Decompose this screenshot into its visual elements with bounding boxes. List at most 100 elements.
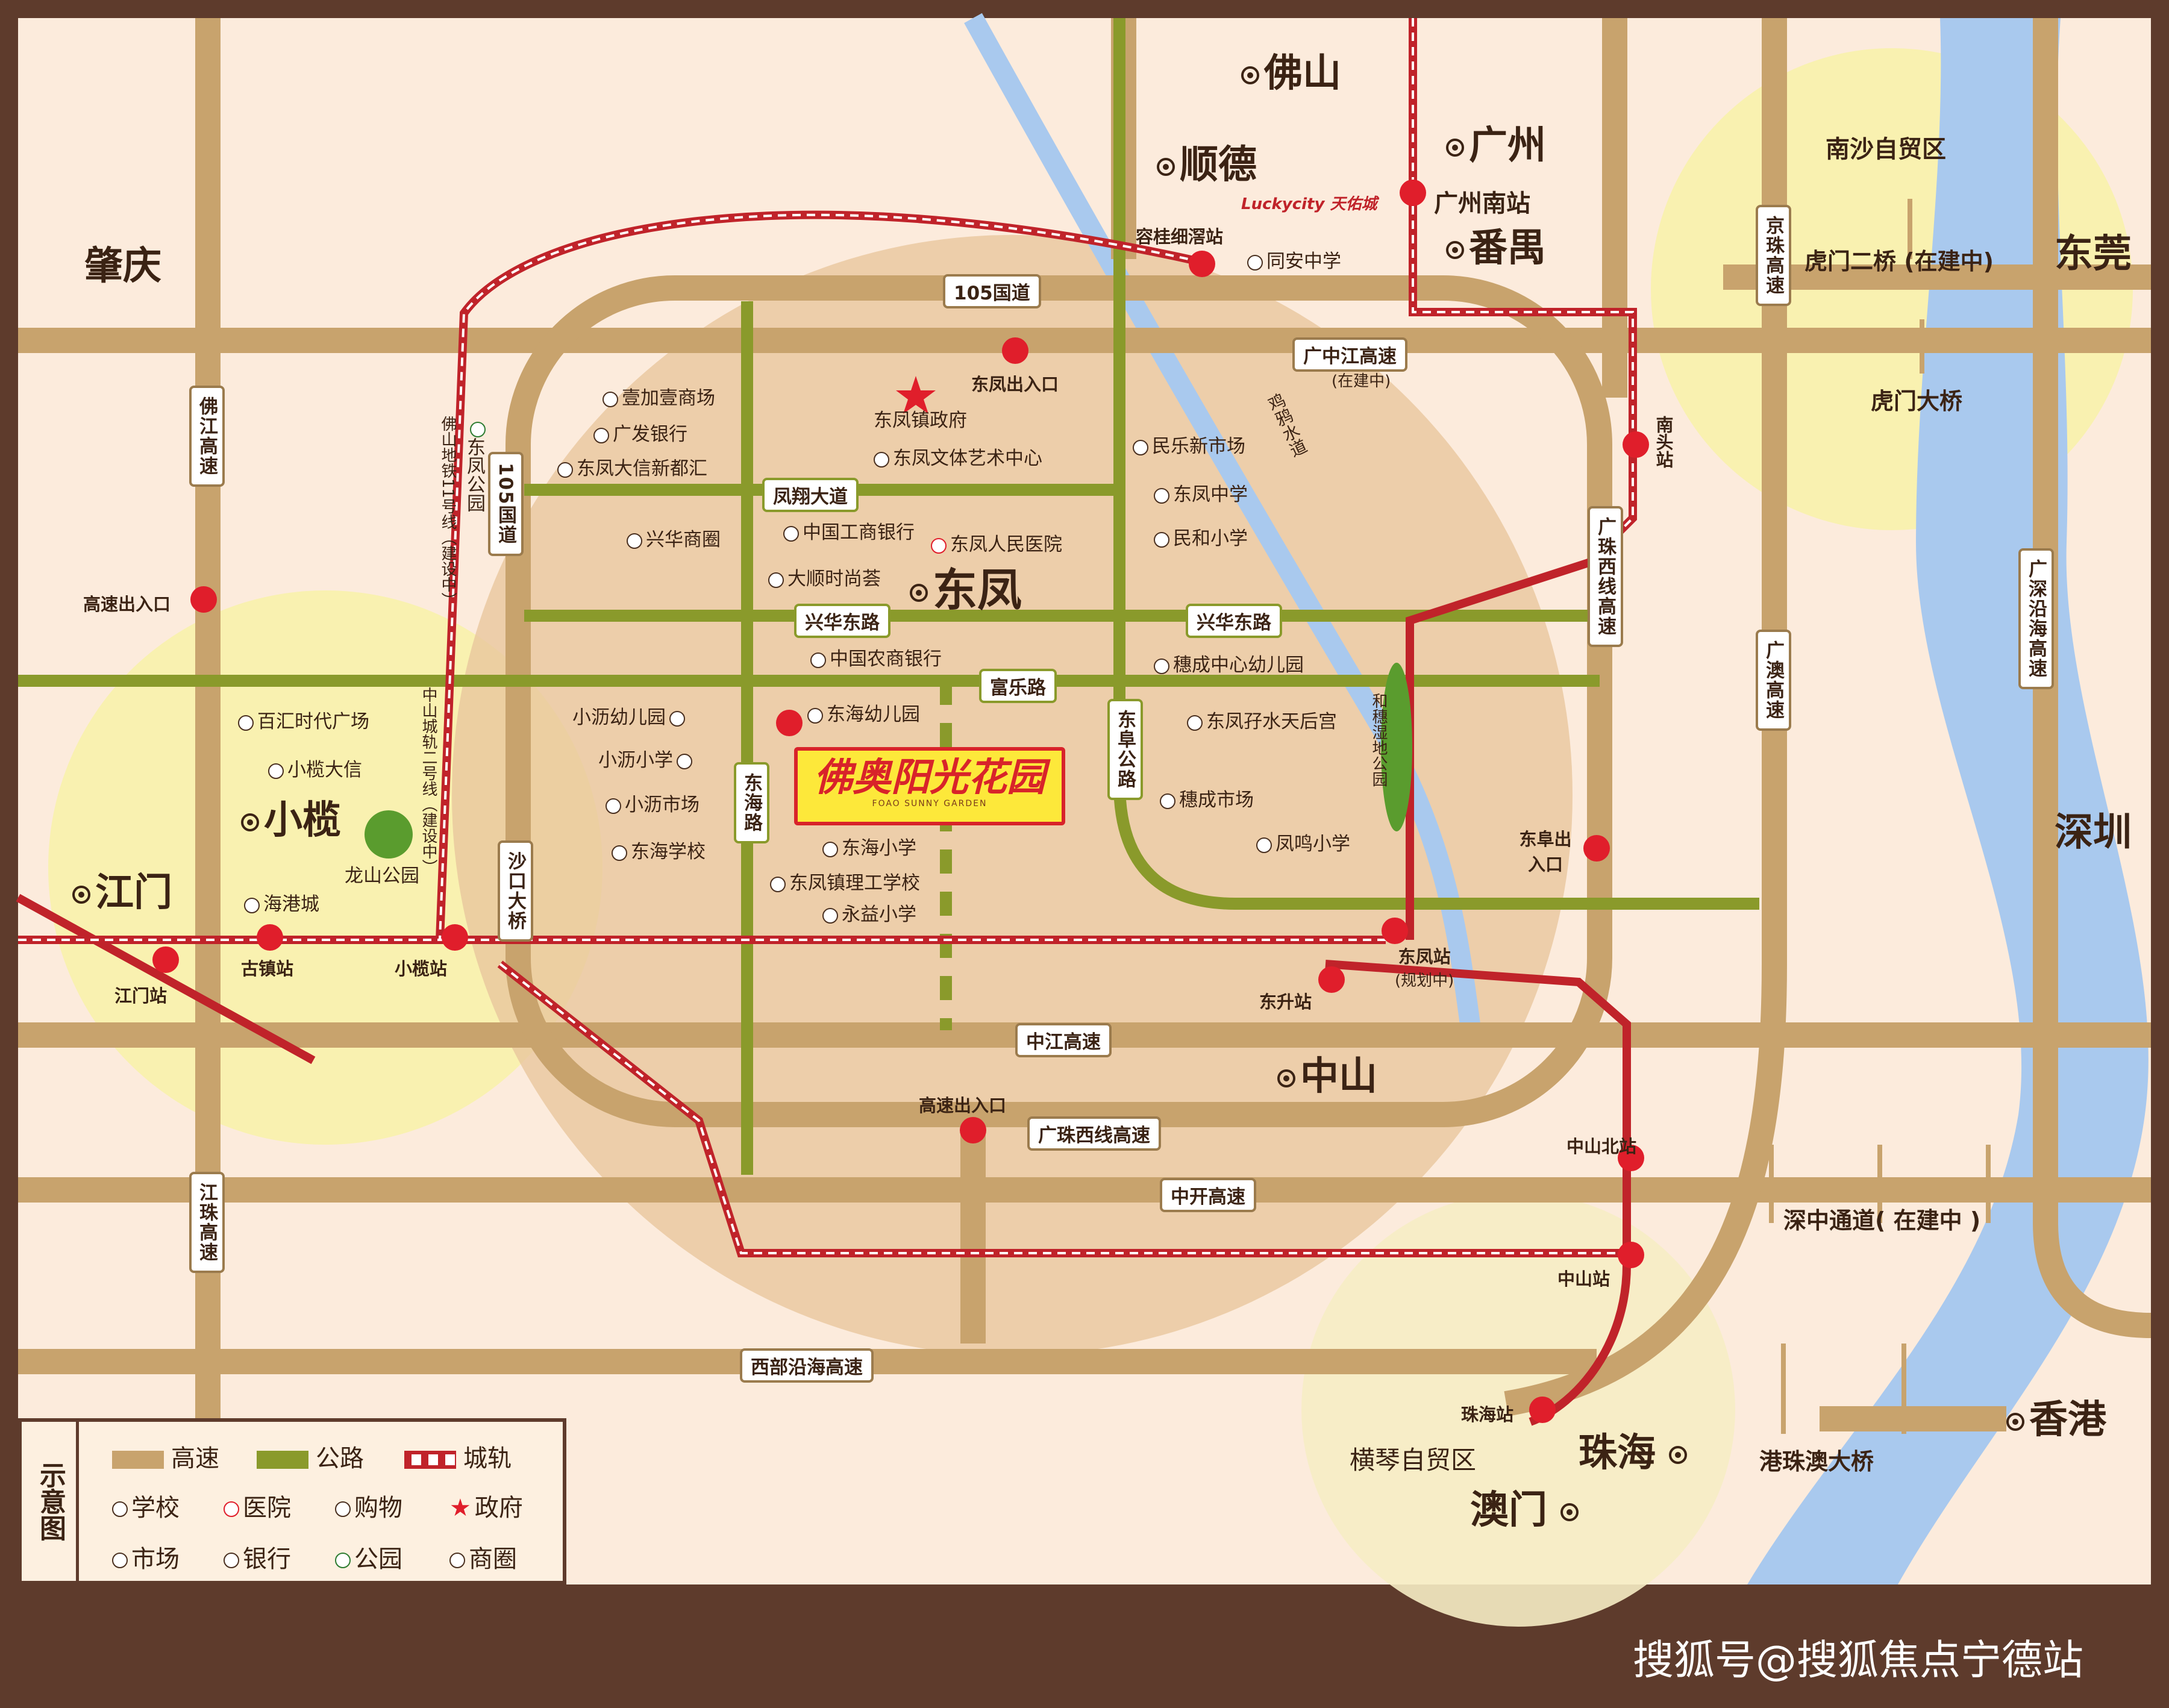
poi-donghou: 东凤孖水天后宫 — [1187, 706, 1337, 733]
poi-suicheng-mkt: 穗成市场 — [1160, 784, 1254, 812]
exit-dot — [1583, 835, 1610, 862]
road-note-gzj: (在建中) — [1332, 372, 1391, 390]
city-xianggang: 香港 — [2006, 1389, 2106, 1444]
legend-road: 公路 — [257, 1439, 364, 1474]
station-dot — [152, 946, 179, 973]
road-tag-gzxx-v: 广珠西线高速 — [1588, 506, 1623, 647]
city-jiangmen: 江门 — [72, 862, 172, 917]
bank-icon — [810, 652, 826, 668]
road-tag-zhongjiang: 中江高速 — [1015, 1023, 1112, 1057]
business-icon — [627, 533, 642, 549]
city-dot-icon — [1157, 158, 1175, 177]
poi-fengming: 凤鸣小学 — [1256, 828, 1350, 856]
school-icon — [822, 841, 838, 857]
poi-dongfeng-park: 东凤公园 — [461, 422, 489, 512]
road-tag-fule: 富乐路 — [979, 669, 1057, 703]
poi-donghai-ps: 东海小学 — [822, 833, 916, 860]
star-icon: ★ — [449, 1494, 471, 1522]
road-tag-105: 105国道 — [943, 274, 1041, 308]
city-aomen: 澳门 — [1470, 1479, 1583, 1534]
shopping-icon — [768, 572, 784, 588]
road-tag-shakou: 沙口大桥 — [498, 840, 533, 942]
station-gznan: 广州南站 — [1434, 190, 1530, 217]
road-tag-guangao: 广澳高速 — [1756, 630, 1791, 731]
poi-tongan: 同安中学 — [1247, 246, 1341, 273]
poi-yijiayi: 壹加壹商场 — [602, 383, 715, 410]
poi-xiaolan-daxin: 小榄大信 — [268, 754, 362, 781]
exit-dot — [1002, 337, 1028, 364]
poi-minle: 民乐新市场 — [1133, 431, 1245, 458]
exit-south: 高速出入口 — [919, 1095, 1007, 1116]
station-jiangmen: 江门站 — [114, 986, 167, 1006]
school-icon — [677, 753, 692, 769]
legend-rail: 城轨 — [404, 1439, 512, 1474]
bank-icon — [593, 427, 609, 443]
rail-label-fs11: 佛山地铁11号线（建设中） — [439, 416, 457, 608]
road-tag-dongfu: 东阜公路 — [1107, 699, 1143, 800]
school-icon — [612, 845, 627, 861]
road-tag-jiangzhu: 江珠高速 — [189, 1172, 225, 1273]
city-zhongshan: 中山 — [1277, 1045, 1377, 1101]
city-dot-icon — [2006, 1413, 2024, 1431]
legend: 示意图 高速 公路 城轨 学校 医院 购物 ★政府 市场 银行 公园 商圈 — [18, 1418, 566, 1584]
poi-longshan: 龙山公园 — [345, 865, 419, 887]
poi-xiaoli-mkt: 小沥市场 — [606, 789, 700, 816]
city-zhuhai: 珠海 — [1579, 1422, 1692, 1477]
city-dot-icon — [910, 584, 928, 602]
road-tag-fengxiang: 凤翔大道 — [762, 478, 859, 512]
rail-swatch — [404, 1451, 456, 1469]
school-icon — [770, 876, 786, 892]
poi-baihui: 百汇时代广场 — [238, 706, 369, 733]
legend-shopping: 购物 — [335, 1488, 402, 1523]
legend-bank: 银行 — [224, 1539, 291, 1574]
school-icon — [1154, 487, 1169, 504]
poi-xiaoli-kg: 小沥幼儿园 — [572, 702, 689, 729]
exit-dongfeng: 东凤出入口 — [971, 374, 1059, 395]
poi-abc: 中国农商银行 — [810, 643, 942, 671]
school-icon — [807, 707, 823, 724]
legend-park: 公园 — [335, 1539, 402, 1574]
city-dot-icon — [1669, 1446, 1688, 1465]
longshan-park-shape — [365, 810, 413, 859]
hospital-icon — [931, 537, 947, 554]
market-icon — [1133, 439, 1148, 455]
city-dot-icon — [1560, 1503, 1579, 1522]
poi-gov: 东凤镇政府 — [874, 410, 967, 431]
poi-donghai-kg: 东海幼儿园 — [807, 699, 920, 726]
exit-dongfu: 东阜出入口 — [1519, 829, 1572, 875]
poi-dongfengdaxin: 东凤大信新都汇 — [557, 453, 707, 480]
market-icon — [1160, 793, 1175, 809]
city-zhaoqing: 肇庆 — [84, 244, 161, 289]
poi-wenti: 东凤文体艺术中心 — [874, 443, 1042, 470]
business-icon — [449, 1553, 465, 1568]
project-sign: 佛奥阳光花园 FOAO SUNNY GARDEN — [794, 747, 1065, 825]
station-dongfeng: 东凤站(规划中) — [1395, 943, 1454, 990]
station-guzhen: 古镇站 — [241, 959, 294, 979]
station-zhuhai: 珠海站 — [1461, 1404, 1514, 1425]
city-dot-icon — [1277, 1069, 1295, 1088]
project-name-en: FOAO SUNNY GARDEN — [872, 799, 987, 809]
label-shenzhong: 深中通道( 在建中 ) — [1783, 1207, 1981, 1234]
legend-government: ★政府 — [449, 1494, 523, 1522]
city-shenzhen: 深圳 — [2055, 810, 2132, 855]
city-dot-icon — [72, 886, 90, 904]
station-dot — [1529, 1397, 1556, 1423]
business-icon — [874, 451, 889, 468]
station-dot — [442, 924, 468, 951]
brand-logo: Luckycity 天佑城 — [1241, 195, 1377, 213]
government-star — [896, 376, 936, 414]
wetland-park-shape — [1381, 663, 1412, 831]
road-tag-gzxx: 广珠西线高速 — [1027, 1116, 1161, 1151]
poi-haigang: 海港城 — [244, 889, 319, 916]
legend-business: 商圈 — [449, 1539, 517, 1574]
market-icon — [112, 1553, 128, 1568]
school-icon — [1154, 531, 1169, 548]
station-dot — [1623, 431, 1649, 458]
shopping-icon — [244, 897, 260, 913]
city-shunde: 顺德 — [1157, 134, 1257, 189]
city-xiaolan: 小榄 — [241, 789, 341, 845]
park-icon — [469, 422, 486, 437]
city-panyu: 番禺 — [1446, 217, 1546, 272]
city-dot-icon — [1241, 66, 1259, 85]
legend-school: 学校 — [112, 1488, 180, 1523]
